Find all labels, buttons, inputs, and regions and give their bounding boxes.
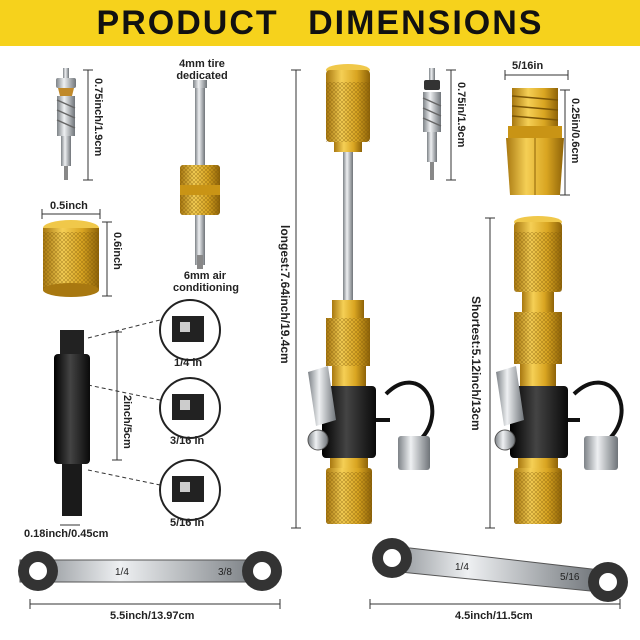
cap-width-label: 0.5inch — [50, 200, 88, 212]
wrench1-right-mark: 3/8 — [218, 567, 232, 578]
socket-3-label: 5/16 in — [170, 517, 205, 529]
valve-core-right — [422, 68, 442, 180]
tool-top-label: 4mm tire dedicated — [173, 58, 231, 82]
socket-1-label: 1/4 in — [174, 357, 203, 369]
core-length-label: 0.75inch/1.9cm — [92, 78, 104, 157]
ratchet-wrench-short — [372, 538, 628, 602]
hex-extension-bar — [54, 330, 90, 516]
longest-label: longest:7.64inch/19.4cm — [278, 225, 292, 364]
shortest-label: Shortest:5.12inch/13cm — [469, 296, 483, 431]
adapter-height-label: 0.25in/0.6cm — [569, 98, 581, 164]
tool-bottom-line2: conditioning — [173, 282, 239, 294]
valve-core-tool — [180, 80, 220, 269]
short-removal-tool — [494, 216, 624, 524]
long-removal-tool — [307, 64, 435, 524]
wrench1-left-mark: 1/4 — [115, 567, 129, 578]
tool-top-line2: dedicated — [176, 70, 228, 82]
ratchet-wrench-long — [18, 551, 282, 591]
brass-adapter — [506, 88, 564, 195]
hex-width-label: 0.18inch/0.45cm — [24, 528, 109, 540]
socket-2-label: 3/16 in — [170, 435, 205, 447]
tool-bottom-line1: 6mm air — [183, 270, 227, 282]
title-banner — [0, 0, 640, 46]
dimension-lines — [29, 69, 621, 609]
page-title: PRODUCT DIMENSIONS — [96, 4, 544, 42]
wrench2-length-label: 4.5inch/11.5cm — [455, 610, 533, 622]
valve-cap — [43, 220, 99, 297]
core2-length-label: 0.75in/1.9cm — [455, 82, 467, 148]
tool-bottom-label: 6mm air conditioning — [173, 270, 239, 294]
valve-core-left — [56, 68, 76, 180]
wrench1-length-label: 5.5inch/13.97cm — [110, 610, 195, 622]
extension-length-label: 2inch/5cm — [121, 395, 133, 449]
wrench2-right-mark: 5/16 — [560, 572, 580, 583]
wrench2-left-mark: 1/4 — [455, 562, 469, 573]
adapter-width-label: 5/16in — [512, 60, 544, 72]
socket-circles — [159, 299, 221, 521]
cap-height-label: 0.6inch — [111, 232, 123, 270]
tool-top-line1: 4mm tire — [179, 58, 225, 70]
